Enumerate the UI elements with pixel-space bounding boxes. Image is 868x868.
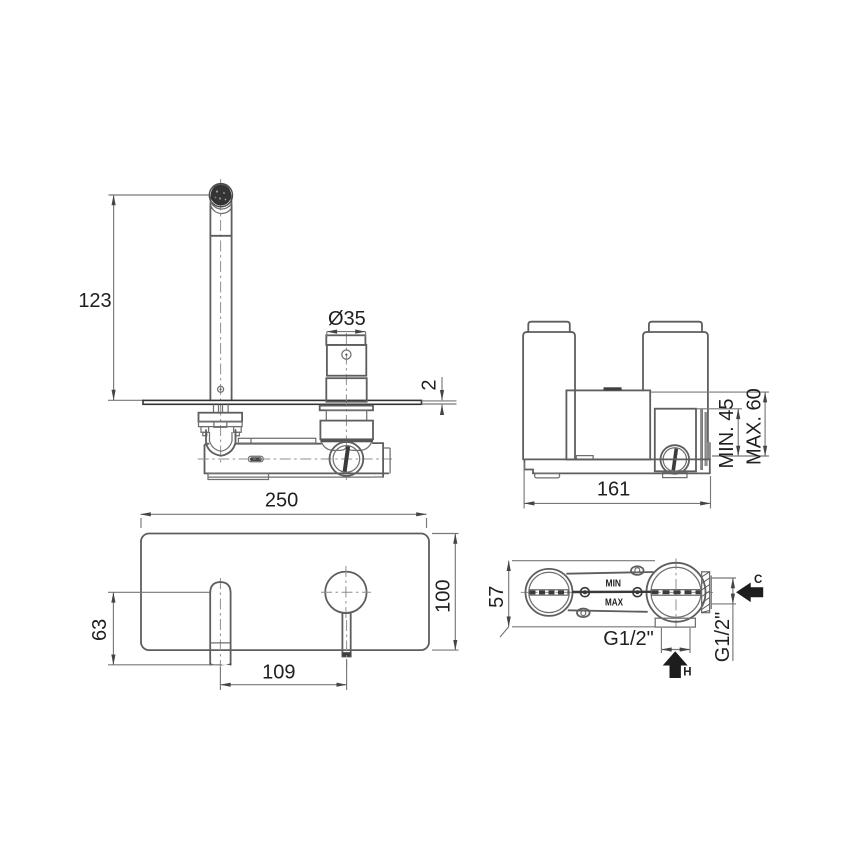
svg-text:MAX. 60: MAX. 60: [744, 388, 766, 465]
svg-text:109: 109: [262, 662, 295, 684]
svg-text:57: 57: [486, 586, 508, 608]
svg-text:2: 2: [419, 379, 441, 390]
svg-text:161: 161: [597, 479, 630, 501]
svg-text:MAX: MAX: [605, 598, 623, 609]
svg-text:123: 123: [78, 290, 111, 312]
svg-text:G1/2": G1/2": [603, 628, 653, 650]
svg-text:63: 63: [89, 619, 111, 641]
svg-text:250: 250: [265, 490, 298, 512]
svg-text:G1/2": G1/2": [712, 612, 734, 662]
svg-text:MIN: MIN: [606, 579, 622, 590]
svg-text:C: C: [754, 574, 762, 586]
svg-text:Ø35: Ø35: [328, 308, 366, 330]
svg-text:MIN. 45: MIN. 45: [716, 398, 738, 468]
svg-text:100: 100: [433, 580, 455, 613]
svg-text:H: H: [683, 667, 691, 679]
